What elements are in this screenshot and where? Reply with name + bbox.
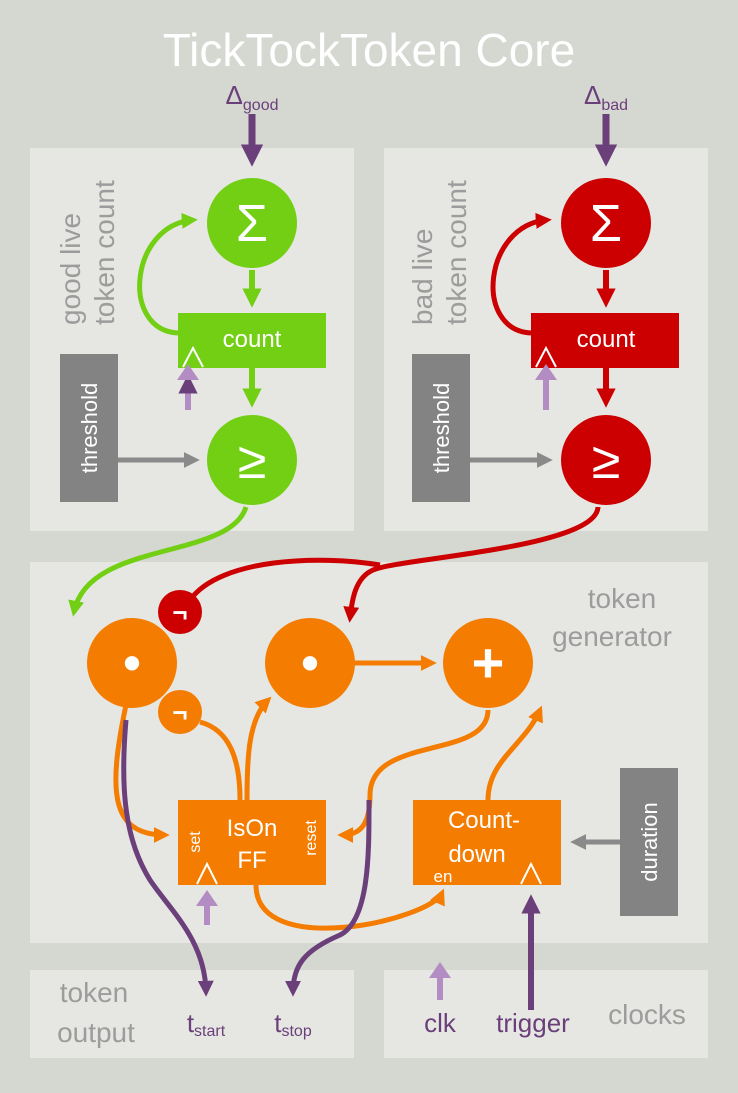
output-label-line1: token bbox=[60, 977, 129, 1008]
ff-clk-arrowhead bbox=[196, 890, 218, 906]
ff-reset-label: reset bbox=[303, 820, 320, 856]
clocks-label: clocks bbox=[608, 999, 686, 1030]
generator-label-line1: token bbox=[588, 583, 657, 614]
bad-count-register bbox=[531, 313, 679, 368]
bad-to-and2-wire bbox=[343, 506, 601, 623]
clk-legend-arrowhead bbox=[429, 962, 451, 978]
t-start-label: tstart bbox=[187, 1008, 226, 1040]
countdown-label-line2: down bbox=[448, 841, 505, 868]
t-start-wire bbox=[121, 719, 214, 997]
and2-node bbox=[265, 618, 355, 708]
not-orange-symbol: ¬ bbox=[172, 697, 187, 727]
duration-label: duration bbox=[637, 802, 662, 882]
bad-feedback-arrow bbox=[490, 212, 552, 336]
ff-label-line1: IsOn bbox=[227, 815, 278, 842]
clk-label: clk bbox=[424, 1008, 457, 1038]
and1-symbol: • bbox=[123, 635, 141, 691]
good-count-register bbox=[178, 313, 326, 368]
not-red-symbol: ¬ bbox=[172, 597, 187, 627]
countdown-clock-mark bbox=[520, 861, 542, 885]
ff-label-line2: FF bbox=[237, 847, 266, 874]
t-stop-label: tstop bbox=[274, 1008, 312, 1040]
diagram-title: TickTockToken Core bbox=[163, 24, 575, 76]
good-sum-symbol: Σ bbox=[236, 195, 268, 253]
bad-to-not-wire bbox=[187, 557, 381, 602]
or-symbol: + bbox=[472, 631, 505, 694]
bad-threshold-label: threshold bbox=[429, 383, 454, 474]
delta-good-label: Δgood bbox=[226, 80, 279, 114]
and2-symbol: • bbox=[301, 635, 319, 691]
good-clk-arrowhead bbox=[177, 364, 199, 380]
or-to-reset-wire bbox=[337, 709, 491, 843]
bad-sum-node bbox=[561, 178, 651, 268]
ff-to-and2-wire bbox=[244, 696, 272, 801]
ff-to-not-wire bbox=[199, 719, 243, 801]
countdown-block bbox=[413, 800, 561, 885]
not-red-bubble bbox=[158, 590, 202, 634]
good-compare-symbol: ≥ bbox=[238, 432, 267, 490]
bad-clk-arrowhead bbox=[535, 364, 557, 380]
generator-label-line2: generator bbox=[552, 621, 672, 652]
good-sum-node bbox=[207, 178, 297, 268]
not-orange-bubble bbox=[158, 690, 202, 734]
countdown-en-label: en bbox=[434, 867, 453, 886]
good-count-clock-mark bbox=[182, 345, 204, 368]
t-stop-wire bbox=[285, 799, 372, 997]
countdown-label-line1: Count- bbox=[448, 807, 520, 834]
good-threshold-box bbox=[60, 354, 118, 502]
ff-to-countdown-en-wire bbox=[253, 884, 445, 931]
countdown-to-or-wire bbox=[485, 705, 543, 801]
good-threshold-label: threshold bbox=[77, 383, 102, 474]
ff-clock-mark bbox=[196, 861, 218, 885]
bad-count-clock-mark bbox=[535, 345, 557, 368]
good-count-label: count bbox=[223, 326, 282, 353]
bad-compare-symbol: ≥ bbox=[592, 432, 621, 490]
bad-sum-symbol: Σ bbox=[590, 195, 622, 253]
trigger-label: trigger bbox=[496, 1008, 570, 1038]
bad-compare-node bbox=[561, 415, 651, 505]
and1-node bbox=[87, 618, 177, 708]
bad-threshold-box bbox=[412, 354, 470, 502]
and1-to-set-wire bbox=[113, 704, 170, 843]
delta-bad-label: Δbad bbox=[584, 80, 628, 114]
good-to-and1-wire bbox=[68, 506, 249, 617]
duration-box bbox=[620, 768, 678, 916]
ff-set-label: set bbox=[187, 831, 204, 853]
bad-count-label: count bbox=[577, 326, 636, 353]
or-node bbox=[443, 618, 533, 708]
good-compare-node bbox=[207, 415, 297, 505]
good-feedback-arrow bbox=[137, 212, 198, 336]
output-label-line2: output bbox=[57, 1017, 135, 1048]
